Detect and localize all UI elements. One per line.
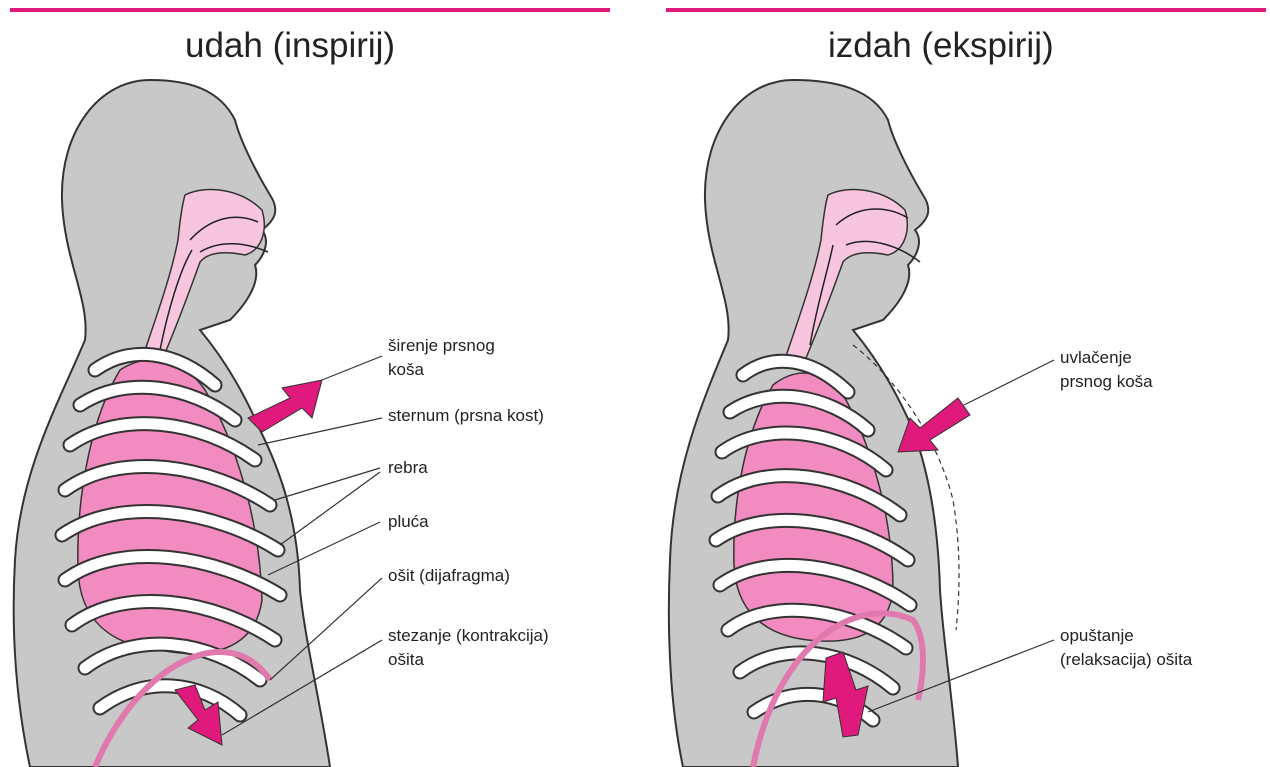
- chest-retraction-label-line2: prsnog koša: [1060, 372, 1153, 392]
- ribs-label: rebra: [388, 458, 428, 478]
- inhale-illustration: [0, 0, 612, 767]
- chest-retraction-label-line1: uvlačenje: [1060, 348, 1132, 368]
- diaphragm-label: ošit (dijafragma): [388, 566, 510, 586]
- contraction-label-line1: stezanje (kontrakcija): [388, 626, 549, 646]
- inhale-panel: udah (inspirij): [0, 0, 612, 767]
- relaxation-label-line1: opuštanje: [1060, 626, 1134, 646]
- sternum-label: sternum (prsna kost): [388, 406, 544, 426]
- retraction-arrow: [898, 398, 970, 452]
- lungs-label: pluća: [388, 512, 429, 532]
- exhale-panel: izdah (ekspirij): [658, 0, 1270, 767]
- relaxation-label-line2: (relaksacija) ošita: [1060, 650, 1192, 670]
- contraction-label-line2: ošita: [388, 650, 424, 670]
- chest-expansion-label-line1: širenje prsnog: [388, 336, 495, 356]
- chest-expansion-label-line2: koša: [388, 360, 424, 380]
- expansion-arrow: [248, 380, 322, 432]
